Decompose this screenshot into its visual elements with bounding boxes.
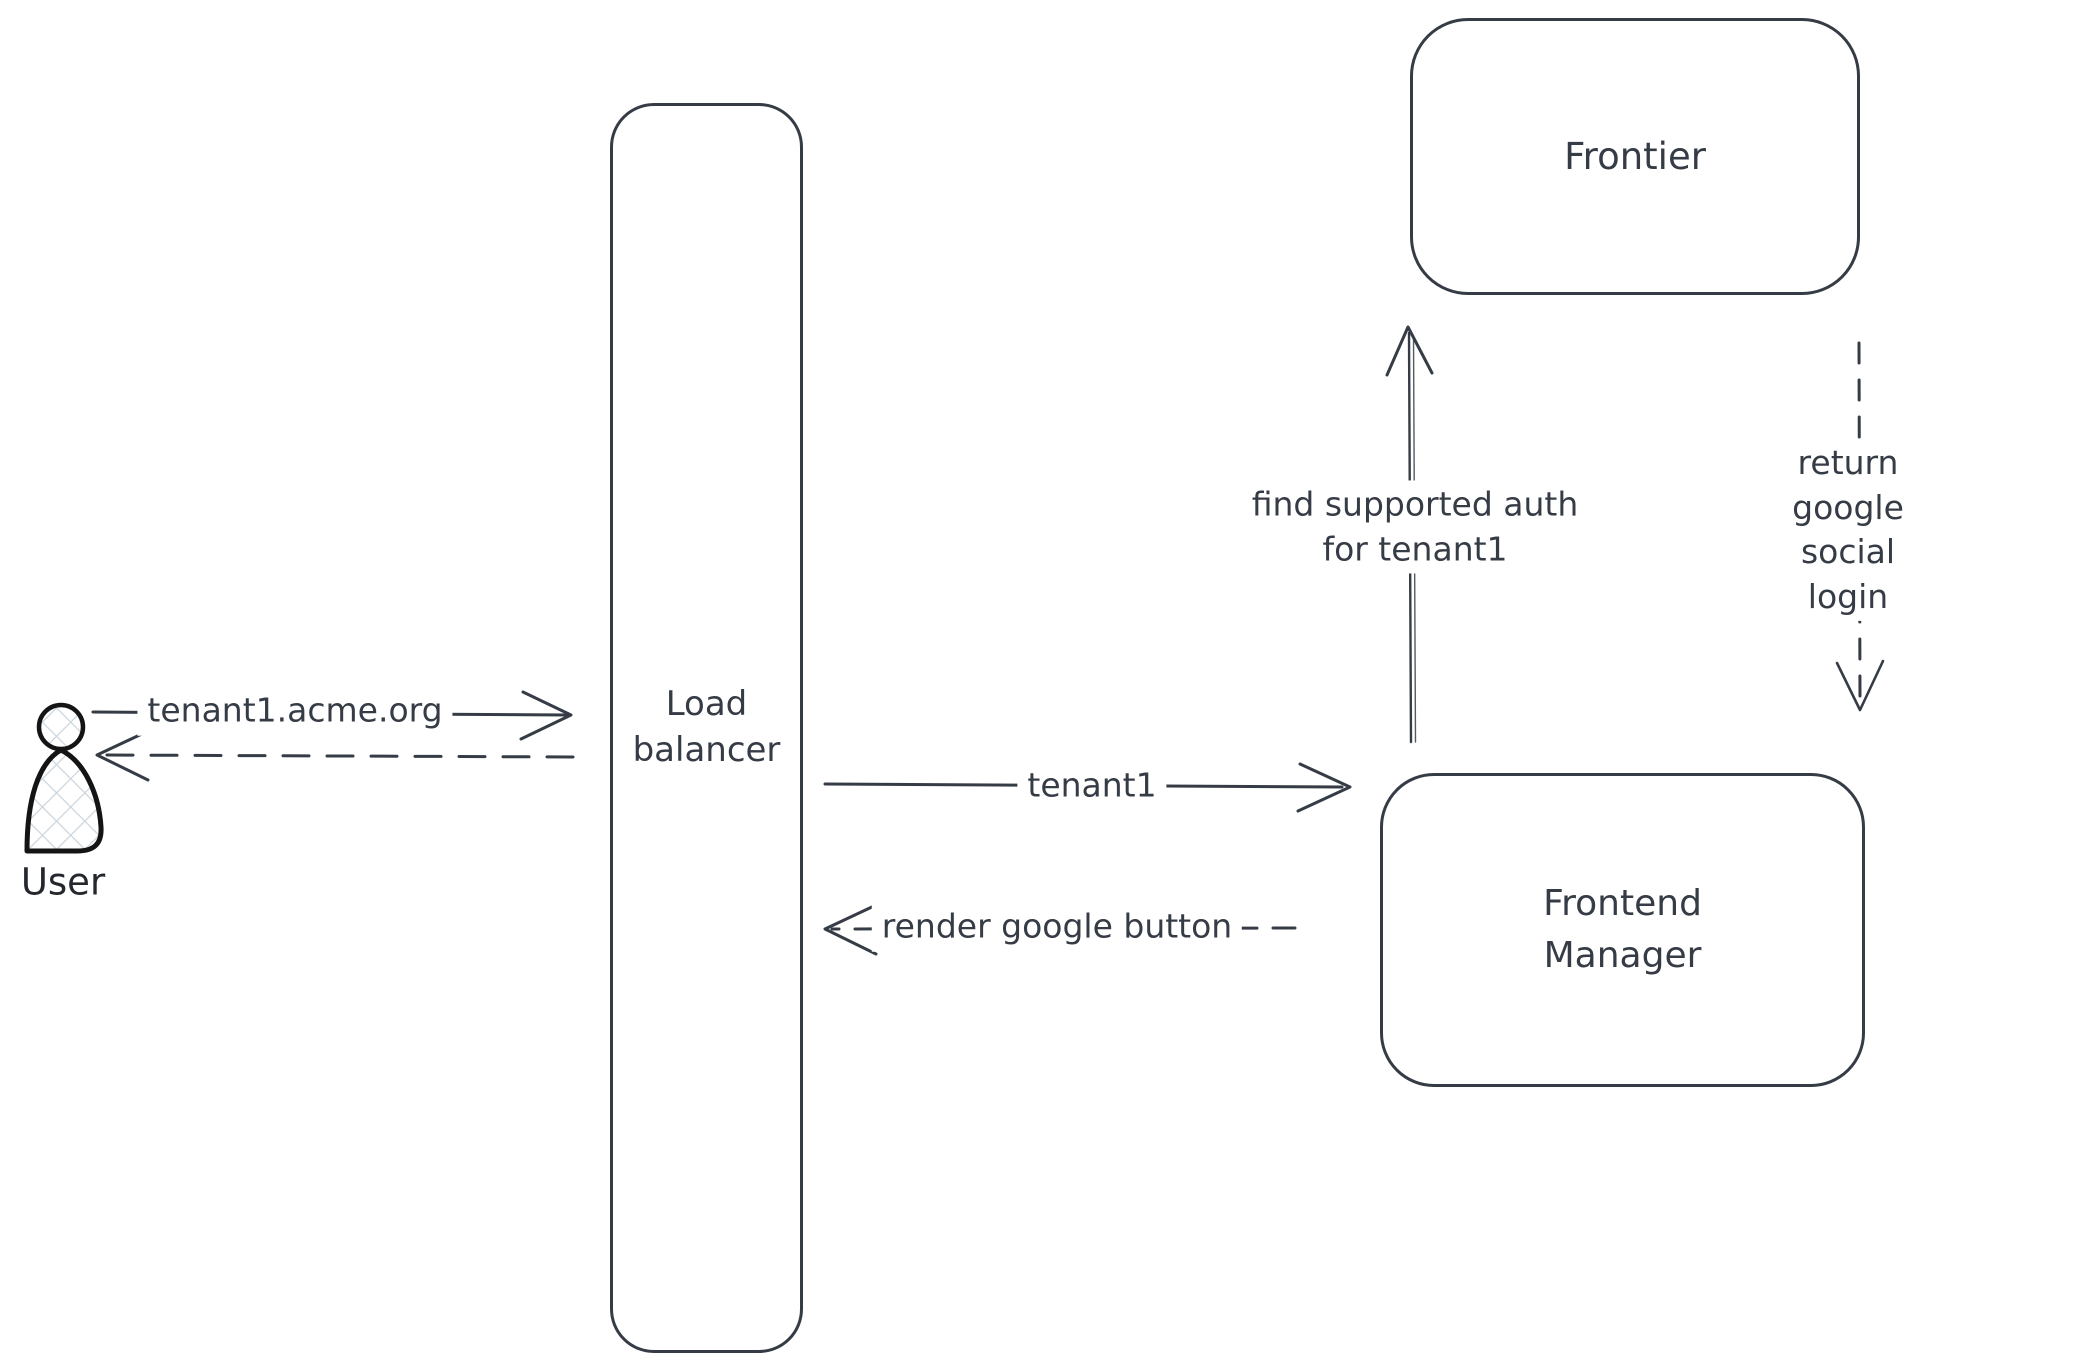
node-label-user: User: [20, 860, 106, 904]
arrow-load-balancer-to-user: [95, 730, 575, 782]
edge-label-tenant1: tenant1: [1017, 761, 1167, 811]
arrowhead-up-icon: [1385, 325, 1434, 377]
node-label-frontend-manager: Frontend Manager: [1543, 882, 1702, 976]
edge-label-return-google-social-login: return google social login: [1730, 438, 1966, 622]
edge-label-tenant1-acme-org: tenant1.acme.org: [137, 686, 453, 736]
edge-label-find-supported-auth: find supported auth for tenant1: [1241, 480, 1589, 574]
node-label-load-balancer: Load balancer: [632, 684, 781, 770]
user-body: [24, 747, 104, 854]
edge-label-render-google-button: render google button: [871, 902, 1243, 952]
node-frontend-manager: Frontend Manager: [1380, 773, 1865, 1087]
user-head: [36, 702, 86, 752]
arrowhead-right-icon: [519, 690, 573, 741]
arrowhead-down-icon: [1835, 659, 1885, 712]
user-actor-icon: [24, 702, 104, 854]
arrowhead-left-icon: [823, 904, 878, 956]
node-frontier: Frontier: [1410, 18, 1860, 295]
arrowhead-right-icon: [1296, 762, 1352, 813]
node-label-frontier: Frontier: [1564, 135, 1706, 178]
node-load-balancer: Load balancer: [610, 103, 803, 1353]
arrowhead-left-icon: [95, 730, 150, 782]
